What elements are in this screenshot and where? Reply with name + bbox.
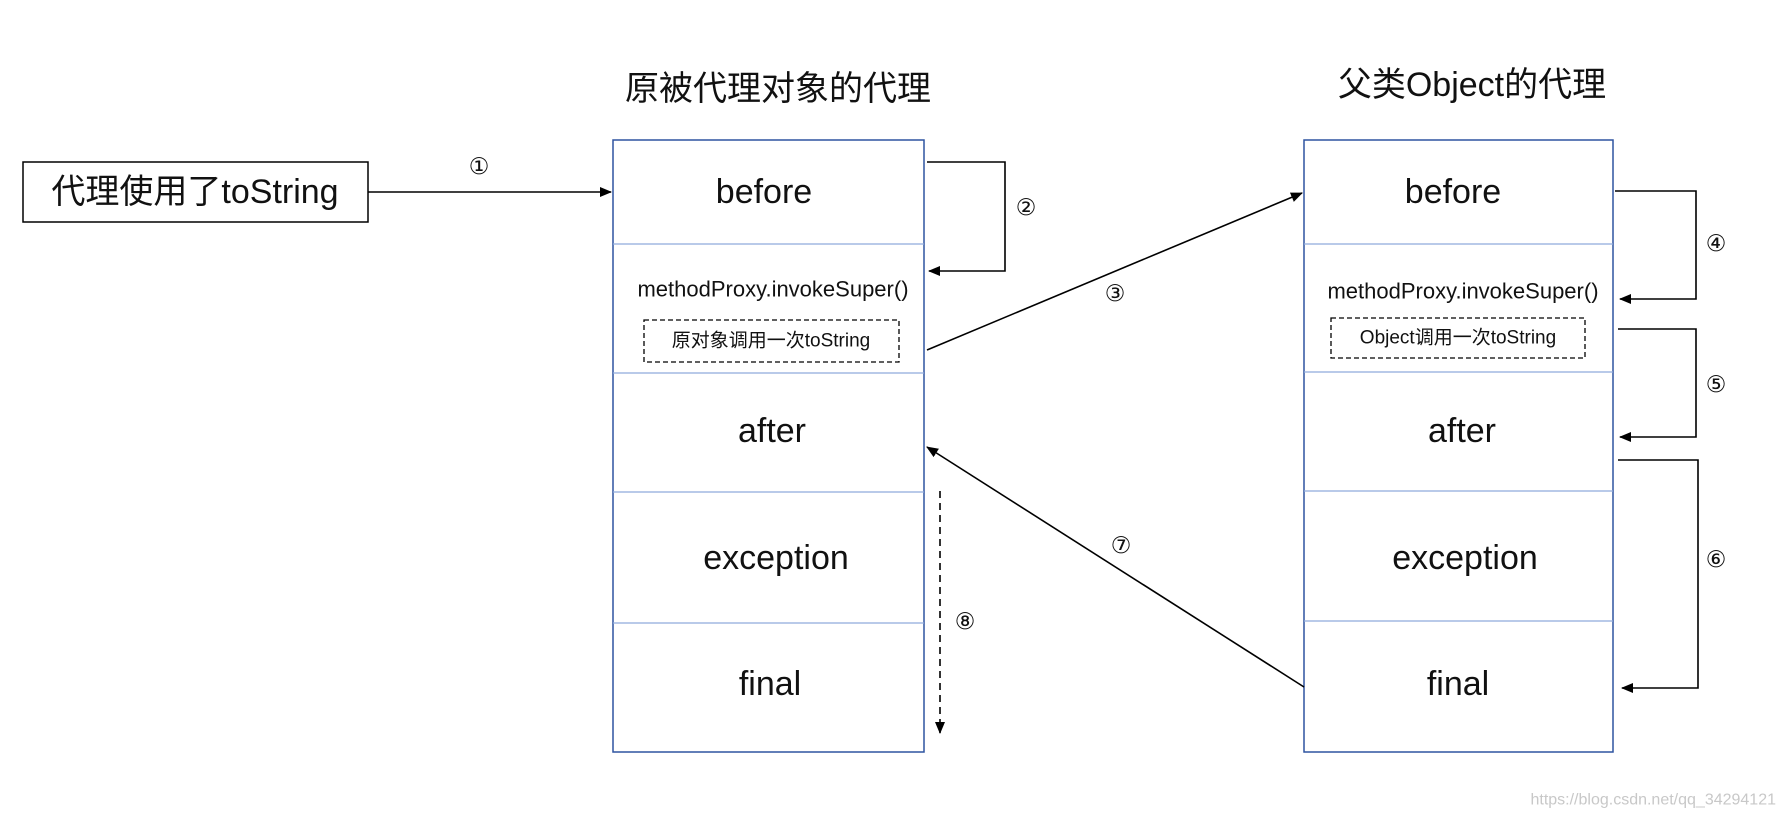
right-proxy-title: 父类Object的代理 [1338,66,1606,104]
step-6-label: ⑥ [1706,547,1727,573]
step-2-connector: ② [927,161,1037,276]
right-proxy-column: before methodProxy.invokeSuper() Object调… [1303,139,1614,753]
step-5-connector: ⑤ [1618,328,1727,442]
step-8-label: ⑧ [955,609,976,635]
caller-node: 代理使用了toString [22,161,369,223]
left-before-label: before [716,173,812,211]
left-invoke-label: methodProxy.invokeSuper() [637,277,908,302]
step-7-arrow [926,446,1305,688]
right-column-border [1303,139,1614,753]
step-6-arrow [1618,459,1699,693]
left-note-label: 原对象调用一次toString [672,330,870,352]
step-8-connector: ⑧ [935,491,976,734]
step-7-label: ⑦ [1111,533,1132,559]
right-final-label: final [1427,665,1489,703]
right-after-label: after [1428,412,1496,450]
right-exception-label: exception [1392,539,1538,577]
caller-label: 代理使用了toString [51,173,338,211]
step-3-label: ③ [1105,281,1126,307]
step-4-arrow [1615,190,1697,304]
left-column-border [612,139,925,753]
step-1-label: ① [469,154,490,180]
left-after-label: after [738,412,806,450]
step-6-connector: ⑥ [1618,459,1727,693]
left-final-label: final [739,665,801,703]
step-4-connector: ④ [1615,190,1727,304]
right-note-box [1330,317,1586,359]
right-invoke-label: methodProxy.invokeSuper() [1327,279,1598,304]
step-1-connector: ① [368,154,612,197]
left-exception-label: exception [703,539,849,577]
left-proxy-title: 原被代理对象的代理 [625,70,931,108]
watermark-text: https://blog.csdn.net/qq_34294121 [1530,792,1776,809]
caller-box [22,161,369,223]
step-2-arrow [927,161,1006,276]
step-5-label: ⑤ [1706,372,1727,398]
right-note-label: Object调用一次toString [1360,327,1556,349]
step-4-label: ④ [1706,231,1727,257]
step-3-arrow [926,192,1303,351]
step-5-arrow [1618,328,1697,442]
left-proxy-column: before methodProxy.invokeSuper() 原对象调用一次… [612,139,925,753]
step-3-connector: ③ [926,192,1303,351]
step-7-connector: ⑦ [926,446,1305,688]
left-note-box [643,319,900,363]
right-before-label: before [1405,173,1501,211]
step-2-label: ② [1016,195,1037,221]
